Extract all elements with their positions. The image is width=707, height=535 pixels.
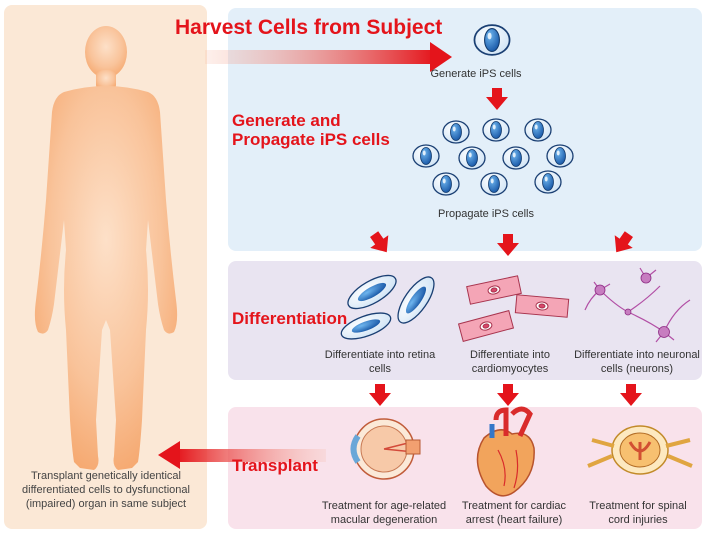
eye-icon (350, 418, 421, 480)
generate-title: Generate and Propagate iPS cells (232, 111, 390, 149)
cardio-caption: Differentiate into cardiomyocytes (470, 349, 550, 375)
return-arrow-icon (158, 441, 326, 469)
spinal-cord-icon (587, 425, 693, 475)
differentiation-title: Differentiation (232, 309, 348, 328)
ips-cell-icon (473, 24, 511, 56)
harvest-arrow-icon (205, 42, 452, 72)
differentiation-arrows-icon (365, 227, 638, 259)
transplant-description: Transplant genetically identical differe… (22, 470, 190, 510)
treat-spinal-caption: Treatment for spinal cord injuries (589, 500, 687, 526)
generate-ips-caption: Generate iPS cells (430, 68, 522, 80)
human-body-icon (34, 26, 178, 470)
ips-cell-cluster-icon (412, 118, 574, 196)
down-arrow-icon (486, 88, 508, 110)
treat-cardio-caption: Treatment for cardiac arrest (heart fail… (461, 500, 567, 526)
retina-cells-icon (340, 274, 435, 340)
transplant-arrows-icon (369, 384, 642, 406)
neurons-icon (584, 267, 691, 343)
propagate-ips-caption: Propagate iPS cells (438, 208, 534, 220)
retina-caption: Differentiate into retina cells (324, 349, 436, 375)
harvest-title: Harvest Cells from Subject (175, 16, 443, 39)
cardiomyocytes-icon (457, 275, 570, 343)
treat-retina-caption: Treatment for age-related macular degene… (321, 500, 447, 526)
differentiation-panel (228, 261, 702, 380)
transplant-title: Transplant (232, 456, 318, 475)
neuron-caption: Differentiate into neuronal cells (neuro… (574, 349, 700, 375)
heart-icon (476, 406, 535, 497)
